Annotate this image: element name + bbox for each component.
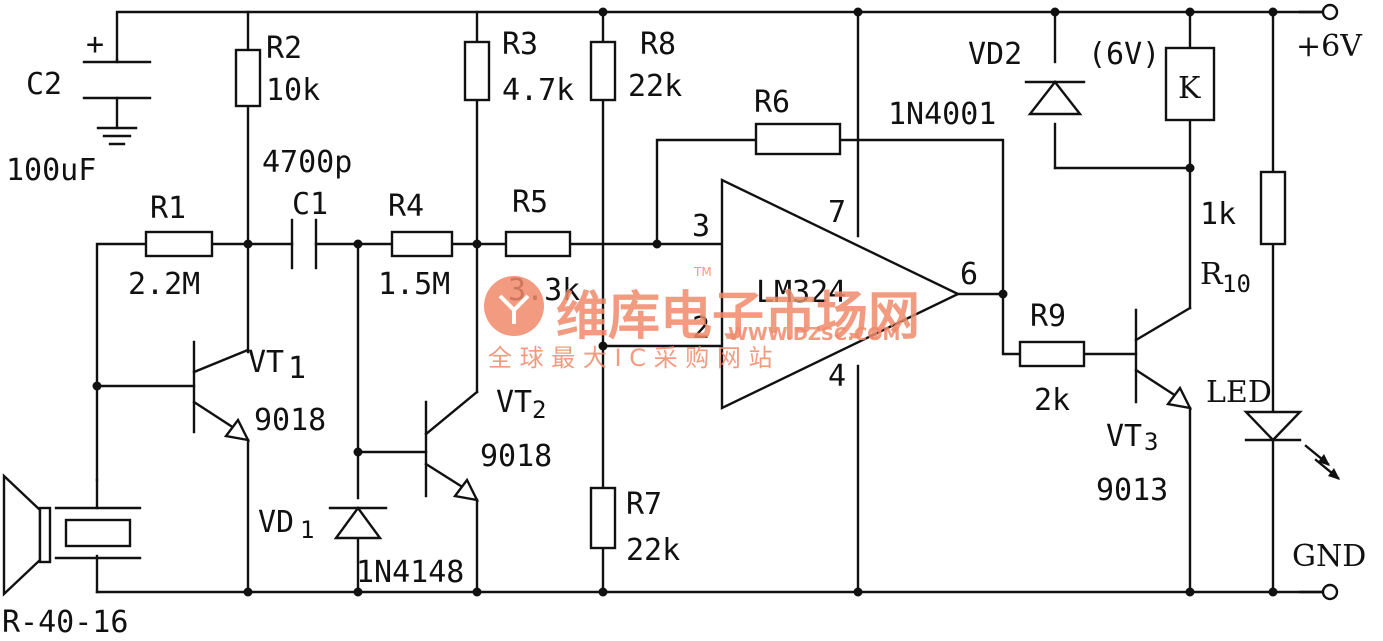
r7-value: 22k (626, 533, 680, 568)
r2-value: 10k (266, 73, 320, 108)
relay-name: K (1178, 71, 1201, 106)
r10-base: R (1200, 257, 1224, 292)
watermark-brand: 维库电子市场网 (556, 287, 920, 347)
transistor-vt3: VT 3 9013 (1096, 306, 1193, 508)
r5-name: R5 (512, 185, 548, 220)
watermark: 维库电子市场网 TM WWW.DZSC.COM 全 球 最 大 I C 采 购 … (484, 265, 920, 372)
r10-value: 1k (1200, 197, 1236, 232)
vt2-base: VT (496, 385, 532, 420)
diode-vd2: VD2 1N4001 (888, 37, 1086, 132)
ic-name: LM324 (756, 275, 846, 310)
resistor-r6: R6 (754, 85, 842, 156)
r8-value: 22k (628, 69, 682, 104)
ic-pin3: 3 (692, 209, 710, 244)
r1-name: R1 (150, 191, 186, 226)
r4-name: R4 (388, 189, 424, 224)
resistor-r10: 1k R 10 (1200, 170, 1287, 298)
vcc-terminal: +6V (1296, 3, 1363, 64)
r10-sub: 10 (1222, 270, 1251, 298)
c2-polarity: + (86, 27, 104, 62)
c2-name: C2 (26, 67, 62, 102)
ic-pin2: 2 (692, 311, 710, 346)
diode-vd1: VD 1 1N4148 (258, 505, 464, 590)
vt1-sub: 1 (288, 351, 306, 386)
r9-name: R9 (1030, 299, 1066, 334)
resistor-r5: R5 3.3k (504, 185, 580, 308)
watermark-url: WWW.DZSC.COM (728, 324, 900, 345)
r3-value: 4.7k (502, 73, 574, 108)
ic-pin7: 7 (828, 195, 846, 230)
resistor-r8: R8 22k (589, 27, 682, 104)
watermark-logo-icon (484, 276, 544, 336)
gnd-label: GND (1292, 539, 1366, 574)
c1-name: C1 (292, 187, 328, 222)
resistor-r1: R1 2.2M (128, 191, 214, 302)
resistor-r2: R2 10k (234, 31, 320, 108)
r3-name: R3 (502, 27, 538, 62)
vt3-sub: 3 (1144, 428, 1158, 456)
r2-name: R2 (266, 31, 302, 66)
vcc-label: +6V (1296, 29, 1363, 64)
wires (95, 10, 1324, 594)
vd1-sub: 1 (300, 516, 314, 544)
opamp-lm324: LM324 3 2 7 4 6 (692, 178, 978, 410)
vd1-type: 1N4148 (356, 555, 464, 590)
resistor-r3: R3 4.7k (463, 27, 574, 108)
vd1-base: VD (258, 505, 294, 540)
led: LED (1206, 375, 1340, 480)
led-name: LED (1206, 375, 1272, 410)
r8-name: R8 (640, 27, 676, 62)
resistor-r4: R4 1.5M (378, 189, 454, 302)
vt3-type: 9013 (1096, 473, 1168, 508)
c2-value: 100uF (6, 153, 96, 188)
vd2-name: VD2 (968, 37, 1022, 72)
relay-rating: (6V) (1088, 37, 1160, 72)
vd2-type: 1N4001 (888, 97, 996, 132)
junctions (92, 7, 1278, 597)
r4-value: 1.5M (378, 267, 450, 302)
transistor-vt2: VT 2 9018 (424, 385, 552, 502)
ic-pin4: 4 (828, 359, 846, 394)
sensor-name: R-40-16 (2, 605, 128, 640)
watermark-slogan: 全 球 最 大 I C 采 购 网 站 (488, 344, 773, 372)
r6-name: R6 (754, 85, 790, 120)
c1-value: 4700p (262, 145, 352, 180)
vt1-base: VT (248, 345, 284, 380)
vt2-sub: 2 (532, 396, 546, 424)
relay-k: K (6V) (1088, 37, 1216, 122)
r9-value: 2k (1034, 383, 1070, 418)
vt1-type: 9018 (254, 403, 326, 438)
vt3-base: VT (1106, 419, 1142, 454)
ultrasonic-sensor: R-40-16 (2, 473, 142, 640)
gnd-terminal: GND (1292, 539, 1366, 601)
capacitor-c1: 4700p C1 (262, 145, 352, 270)
r7-name: R7 (626, 487, 662, 522)
watermark-tm: TM (693, 265, 712, 279)
vt2-type: 9018 (480, 439, 552, 474)
resistor-r9: R9 2k (1018, 299, 1086, 418)
transistor-vt1: VT 1 9018 (192, 340, 326, 442)
capacitor-c2: + C2 100uF (6, 27, 152, 188)
r1-value: 2.2M (128, 267, 200, 302)
resistor-r7: R7 22k (589, 486, 680, 568)
ic-pin6: 6 (960, 257, 978, 292)
